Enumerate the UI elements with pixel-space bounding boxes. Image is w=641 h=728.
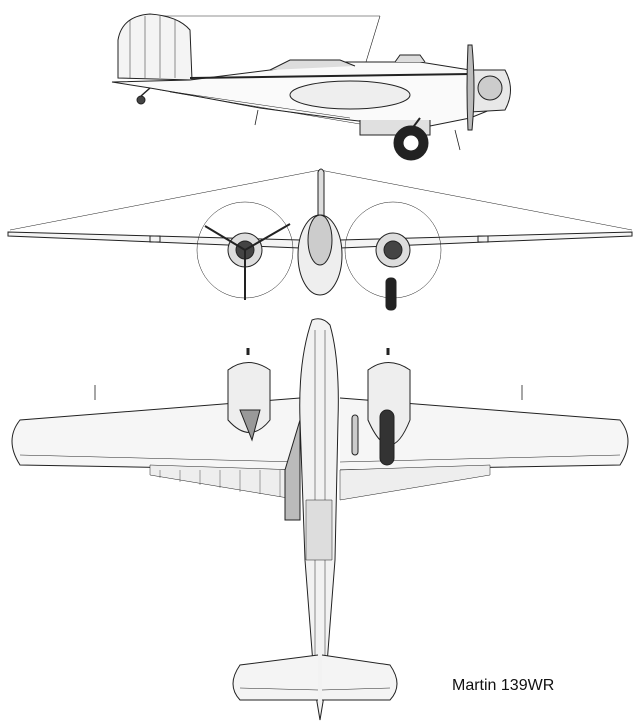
tail-wheel — [137, 96, 145, 104]
propeller — [467, 45, 474, 130]
tail-fin — [118, 14, 192, 80]
nacelle-left — [228, 363, 270, 433]
top-view — [12, 319, 628, 720]
side-view — [112, 14, 511, 160]
front-view — [8, 169, 632, 310]
tailplane-top — [233, 655, 397, 700]
nacelle-right — [368, 363, 410, 446]
wheel-front — [386, 278, 396, 310]
aircraft-caption: Martin 139WR — [452, 677, 555, 694]
wing-top — [12, 398, 628, 470]
